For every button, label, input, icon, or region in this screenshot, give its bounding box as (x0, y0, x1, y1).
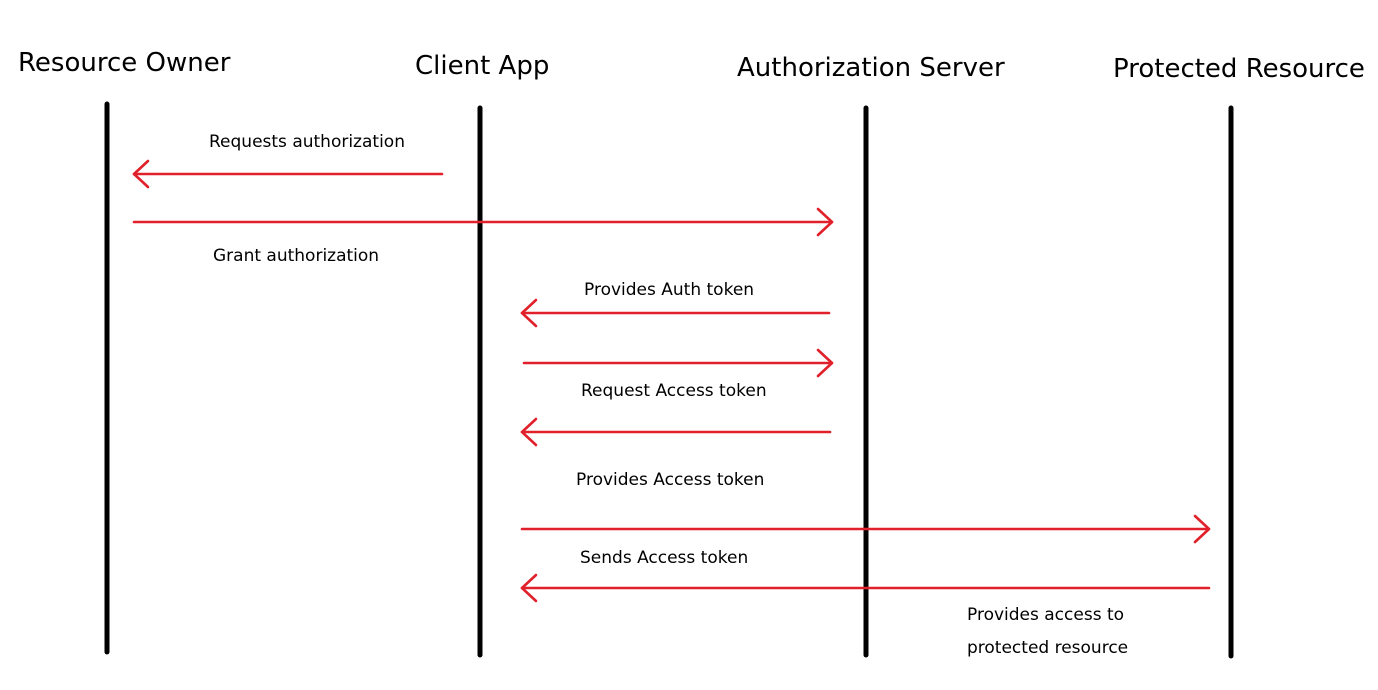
message-sends-access-token: Sends Access token (520, 514, 1211, 568)
message-label-line-1: Provides access to (967, 605, 1124, 625)
message-provides-access-token: Provides Access token (520, 417, 832, 490)
message-label: Sends Access token (580, 548, 748, 568)
message-grant-authorization: Grant authorization (132, 207, 834, 266)
actor-label-authorization-server: Authorization Server (737, 53, 1005, 83)
actor-label-resource-owner: Resource Owner (18, 48, 231, 78)
arrowhead-right (816, 207, 834, 237)
arrowhead-right (816, 348, 834, 378)
arrowhead-left (132, 159, 150, 189)
message-label: Provides Auth token (584, 280, 754, 300)
message-label: Request Access token (581, 381, 767, 401)
message-label: Provides Access token (576, 470, 764, 490)
arrowhead-left (520, 298, 538, 328)
message-provides-auth-token: Provides Auth token (520, 280, 831, 328)
arrowhead-right (1193, 514, 1211, 544)
message-requests-authorization: Requests authorization (132, 132, 444, 189)
message-label-line-2: protected resource (967, 638, 1128, 658)
actor-label-client-app: Client App (415, 51, 549, 81)
message-label: Requests authorization (209, 132, 405, 152)
message-provides-access-to-protected-resource: Provides access to protected resource (520, 573, 1211, 658)
actor-label-protected-resource: Protected Resource (1113, 54, 1365, 84)
arrowhead-left (520, 573, 538, 603)
arrowhead-left (520, 417, 538, 447)
message-request-access-token: Request Access token (522, 348, 834, 401)
message-label: Grant authorization (213, 246, 379, 266)
